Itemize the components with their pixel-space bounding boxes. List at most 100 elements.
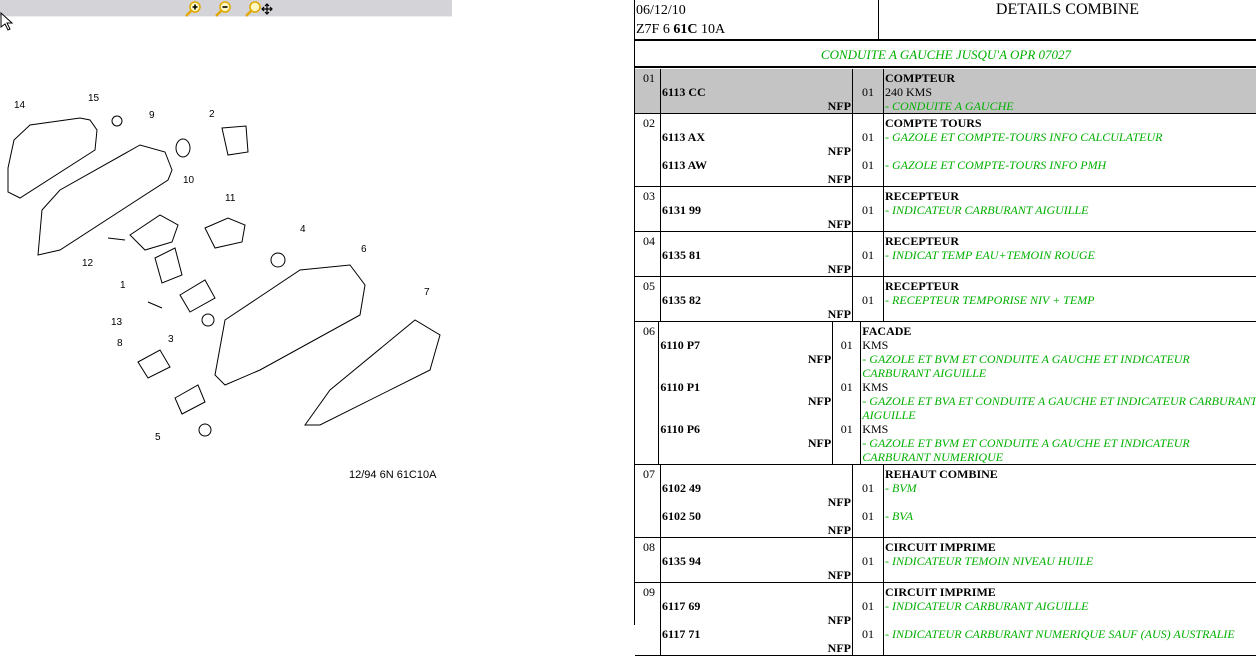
quantity: 01 [840,338,853,352]
qty-cell: 01 [853,69,884,113]
qty-cell: 01 [853,538,884,582]
diagram-toolbar [0,0,452,17]
part-reference[interactable]: 6113 AX [662,130,706,144]
part-reference[interactable]: 6135 81 [662,248,701,262]
description-cell: RECEPTEUR- RECEPTEUR TEMPORISE NIV + TEM… [884,277,1256,321]
exploded-diagram-pane: 14 15 9 2 10 11 12 1 4 6 13 3 8 7 5 12/9… [0,0,632,625]
row-number: 07 [635,465,661,537]
part-title: CIRCUIT IMPRIME [885,540,996,554]
callout-14: 14 [14,100,26,111]
page-title: DETAILS COMBINE [995,1,1140,18]
description-line: - INDICATEUR TEMOIN NIVEAU HUILE [885,554,1094,568]
part-title: RECEPTEUR [885,189,960,203]
spacer [661,189,852,203]
part-reference[interactable]: 6135 82 [662,293,701,307]
description-line: KMS [862,422,889,436]
part-reference[interactable]: 6110 P1 [660,380,701,394]
quantity: 01 [862,158,874,172]
nfp-label: NFP [827,172,851,186]
spacer [661,116,852,130]
part-reference[interactable]: 6113 CC [662,85,706,99]
part-reference[interactable]: 6117 69 [662,599,701,613]
details-header: 06/12/10 Z7F 6 61C 10A DETAILS COMBINE [635,0,1256,41]
code-suffix: 10A [697,22,726,37]
exploded-parts-diagram: 14 15 9 2 10 11 12 1 4 6 13 3 8 7 5 [7,93,441,443]
header-date: 06/12/10 [636,3,686,18]
description-line: - INDICATEUR CARBURANT NUMERIQUE SAUF (A… [885,627,1235,641]
part-reference[interactable]: 6110 P7 [660,338,701,352]
spacer [853,217,883,231]
part-3-shape [179,279,216,313]
callout-8: 8 [117,338,123,349]
part-5-shape [174,384,206,415]
part-reference[interactable]: 6135 94 [662,554,701,568]
spacer [853,144,883,158]
spacer [659,366,832,380]
spacer [853,568,883,582]
description-cell: RECEPTEUR- INDICAT TEMP EAU+TEMOIN ROUGE [884,232,1256,276]
description-line: - GAZOLE ET BVM ET CONDUITE A GAUCHE ET … [862,436,1190,450]
spacer [659,450,832,464]
spacer [885,495,1256,509]
spacer [833,352,860,366]
row-number: 04 [635,232,661,276]
spacer [659,408,832,422]
callout-5: 5 [155,432,161,443]
part-title: RECEPTEUR [885,234,960,248]
part-reference[interactable]: 6131 99 [662,203,701,217]
part-15-shape [111,115,123,127]
part-reference[interactable]: 6110 P6 [660,422,701,436]
quantity: 01 [862,627,874,641]
row-number: 05 [635,277,661,321]
row-number: 08 [635,538,661,582]
spacer [661,467,852,481]
spacer [853,262,883,276]
part-reference[interactable]: 6102 49 [662,481,701,495]
part-reference[interactable]: 6113 AW [662,158,708,172]
mouse-cursor-icon [0,12,14,31]
spacer [833,324,860,338]
callout-13: 13 [111,317,123,328]
part-13-shape [147,301,163,309]
spacer [853,495,883,509]
part-5-knob [198,423,212,437]
part-title: RECEPTEUR [885,279,960,293]
quantity: 01 [862,509,874,523]
part-reference[interactable]: 6117 71 [662,627,701,641]
zoom-out-icon[interactable] [213,0,235,17]
nfp-label: NFP [827,613,851,627]
spacer [833,394,860,408]
zoom-in-icon[interactable] [183,0,205,17]
spacer [853,189,883,203]
part-reference[interactable]: 6102 50 [662,509,701,523]
callout-15: 15 [88,93,100,104]
spacer [659,324,832,338]
spacer [833,436,860,450]
header-divider [878,0,879,40]
part-9-ring [175,138,191,158]
description-line: 240 KMS [885,85,933,99]
quantity: 01 [862,130,874,144]
quantity: 01 [862,85,874,99]
part-1-shape [154,247,183,284]
zoom-pan-icon[interactable] [243,0,275,17]
callout-1: 1 [120,280,126,291]
